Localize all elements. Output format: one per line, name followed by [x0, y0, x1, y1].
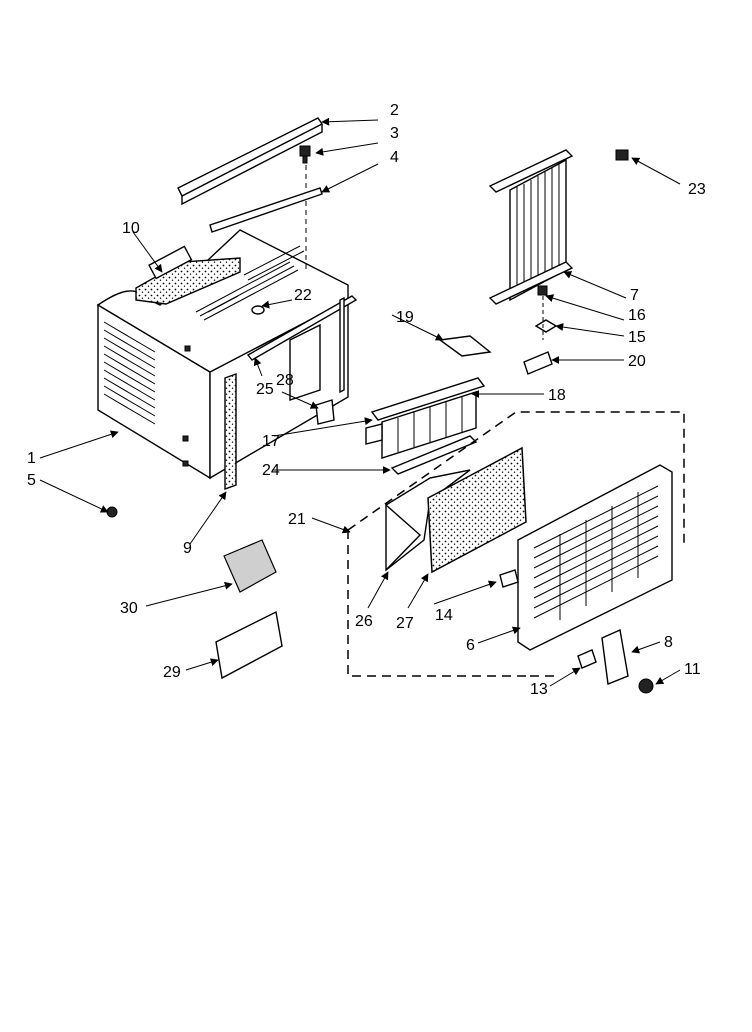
callout-30: 30 — [120, 600, 138, 617]
screw-3 — [299, 145, 311, 164]
window-panel — [488, 149, 574, 305]
callout-14: 14 — [435, 607, 453, 624]
callout-11: 11 — [684, 661, 701, 678]
callout-8: 8 — [664, 634, 673, 651]
control-plate — [601, 628, 629, 685]
callout-labels: 1 2 3 4 5 6 7 8 9 10 11 13 14 15 16 17 1… — [27, 102, 706, 698]
bracket-20 — [523, 351, 553, 375]
clip-28 — [315, 399, 335, 425]
callout-21: 21 — [288, 511, 306, 528]
callout-25: 25 — [256, 381, 274, 398]
callout-20: 20 — [628, 353, 646, 370]
callout-29: 29 — [163, 664, 181, 681]
callout-22: 22 — [294, 287, 312, 304]
callout-15: 15 — [628, 329, 646, 346]
callout-4: 4 — [390, 149, 399, 166]
knob-11 — [638, 678, 654, 694]
callout-17: 17 — [262, 433, 280, 450]
screw-23 — [615, 149, 629, 161]
callout-13: 13 — [530, 681, 548, 698]
strip-24 — [390, 435, 478, 475]
callout-7: 7 — [630, 287, 639, 304]
callout-28: 28 — [276, 372, 294, 389]
callout-27: 27 — [396, 615, 414, 632]
callout-18: 18 — [548, 387, 566, 404]
plug — [251, 305, 265, 315]
front-grille — [517, 464, 673, 651]
screw-5 — [106, 506, 118, 518]
assembly-outline — [347, 411, 685, 677]
fan-shroud-18 — [370, 377, 486, 459]
callout-23: 23 — [688, 181, 706, 198]
callout-19: 19 — [396, 309, 414, 326]
callout-3: 3 — [390, 125, 399, 142]
washer-15 — [534, 319, 558, 333]
bracket-30 — [223, 539, 277, 593]
drain-pan-19 — [438, 335, 492, 357]
callout-5: 5 — [27, 472, 36, 489]
callout-9: 9 — [183, 540, 192, 557]
callout-24: 24 — [262, 462, 280, 479]
callout-10: 10 — [122, 220, 140, 237]
seal-strip — [224, 373, 237, 490]
callout-16: 16 — [628, 307, 646, 324]
rail-17 — [365, 423, 383, 445]
gasket-strip — [209, 187, 323, 233]
screw-16 — [537, 285, 548, 296]
knob-13 — [577, 649, 597, 669]
panel-29 — [215, 610, 283, 680]
callout-2: 2 — [390, 102, 399, 119]
top-rail — [177, 117, 324, 197]
side-rail — [246, 295, 358, 361]
callout-26: 26 — [355, 613, 373, 630]
callout-1: 1 — [27, 450, 36, 467]
callout-6: 6 — [466, 637, 475, 654]
latch-14 — [499, 569, 519, 588]
filter-media — [427, 446, 527, 574]
